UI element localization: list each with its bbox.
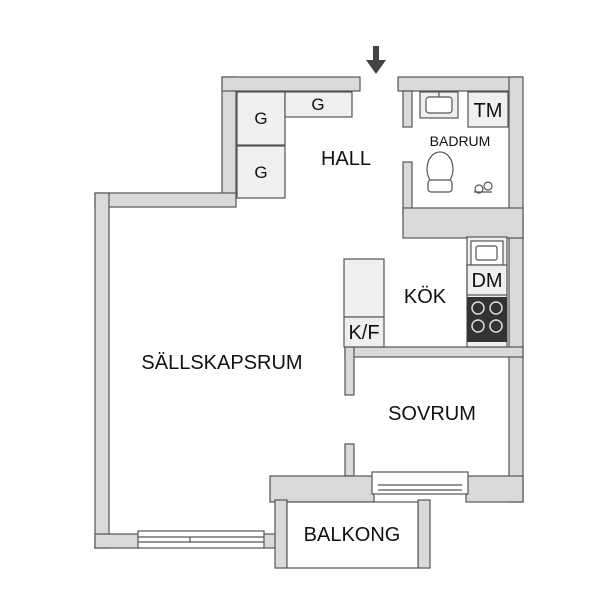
dishwasher	[466, 264, 508, 296]
arrow-down-icon	[366, 46, 386, 74]
wardrobe-g2-label: G	[311, 95, 324, 114]
wall-bedroom-bottom-left	[269, 475, 375, 503]
wardrobe-g1	[236, 91, 286, 146]
wardrobe-g3-label: G	[254, 163, 267, 182]
washbasin-icon	[419, 91, 459, 119]
balcony-floor	[286, 501, 419, 569]
wall-bath-bottom	[402, 207, 524, 239]
wall-top-right	[397, 76, 523, 92]
washing-machine-label: TM	[474, 100, 503, 122]
dishwasher-label: DM	[471, 270, 502, 292]
faucet-icon	[474, 181, 493, 194]
washing-machine	[467, 91, 509, 128]
wall-bedroom-bottom-right	[465, 475, 524, 503]
wall-balcony-right	[417, 499, 431, 569]
kitchen-fixtures	[343, 236, 508, 348]
fridge-freezer-label: K/F	[348, 322, 379, 344]
wall-living-top	[94, 192, 237, 208]
room-label-sovrum: SOVRUM	[388, 403, 476, 425]
room-label-hall: HALL	[321, 148, 371, 170]
wardrobe-g1-label: G	[254, 109, 267, 128]
wardrobe-g2	[284, 91, 353, 118]
wall-kitchen-bottom	[344, 346, 524, 358]
toilet-icon	[426, 151, 454, 193]
wardrobe-g3	[236, 145, 286, 199]
wall-bath-left-upper	[402, 90, 413, 128]
wall-hall-top	[221, 76, 361, 92]
windows	[137, 471, 469, 549]
window-living	[137, 530, 265, 549]
wall-left	[94, 192, 110, 549]
fridge-upper	[343, 258, 385, 318]
wall-balcony-left	[274, 499, 288, 569]
stove-icon	[467, 297, 507, 342]
wall-bottom-left	[94, 533, 141, 549]
kitchen-sink-icon	[470, 240, 504, 266]
window-bedroom	[371, 471, 469, 495]
labels: G G G HALL BADRUM TM KÖK DM K/F SÄLLSKAP…	[141, 95, 502, 546]
room-label-balkong: BALKONG	[304, 524, 401, 546]
wall-bedroom-left-upper	[344, 346, 355, 396]
room-label-kok: KÖK	[404, 286, 447, 308]
room-label-sallskapsrum: SÄLLSKAPSRUM	[141, 352, 302, 374]
wall-bedroom-left-lower	[344, 443, 355, 477]
wall-hall-left	[221, 76, 237, 198]
fridge-freezer	[343, 316, 385, 348]
wardrobes	[236, 91, 353, 199]
wall-right	[508, 76, 524, 503]
bathroom-fixtures	[419, 91, 509, 194]
room-label-badrum: BADRUM	[430, 133, 491, 149]
